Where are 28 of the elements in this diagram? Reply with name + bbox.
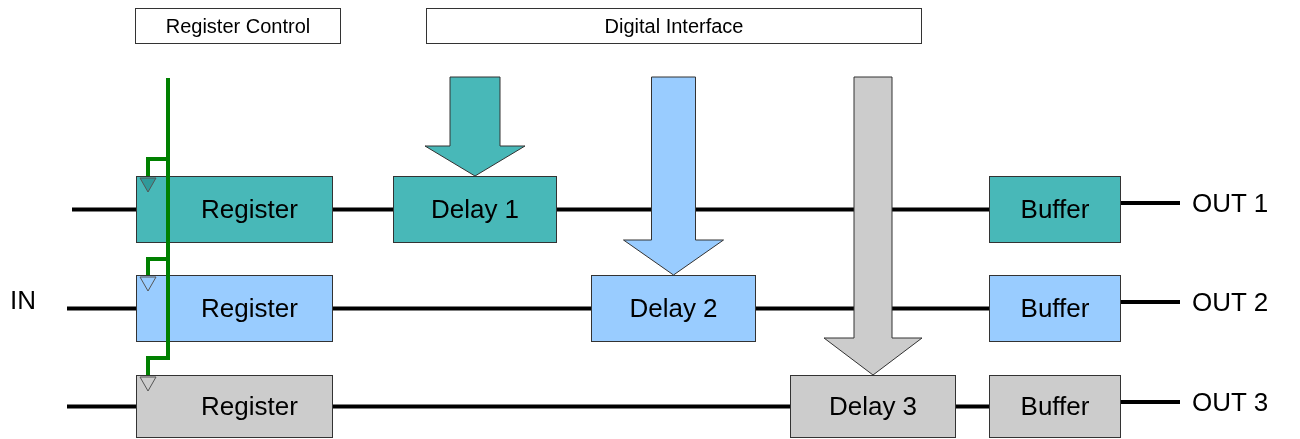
signal-line xyxy=(956,404,989,409)
output-label: OUT 3 xyxy=(1192,385,1292,419)
signal-line xyxy=(1121,400,1180,404)
delay-block: Delay 2 xyxy=(591,275,756,342)
block-arrow xyxy=(823,76,923,376)
header-box: Digital Interface xyxy=(426,8,922,44)
delay-block: Delay 1 xyxy=(393,176,557,243)
signal-line xyxy=(1121,300,1180,304)
signal-line xyxy=(333,404,790,409)
buffer-block: Buffer xyxy=(989,176,1121,243)
block-arrow xyxy=(424,76,526,177)
input-label: IN xyxy=(10,285,36,316)
signal-line xyxy=(67,404,136,409)
header-box: Register Control xyxy=(135,8,341,44)
signal-line xyxy=(333,207,393,212)
buffer-block: Buffer xyxy=(989,275,1121,342)
signal-line xyxy=(67,306,136,311)
buffer-block: Buffer xyxy=(989,375,1121,438)
signal-line xyxy=(333,306,591,311)
delay-block: Delay 3 xyxy=(790,375,956,438)
register-block: Register xyxy=(136,275,333,342)
register-block: Register xyxy=(136,176,333,243)
output-label: OUT 2 xyxy=(1192,285,1292,319)
block-arrow xyxy=(623,76,724,276)
output-label: OUT 1 xyxy=(1192,186,1292,220)
register-block: Register xyxy=(136,375,333,438)
signal-line xyxy=(72,207,136,212)
signal-line xyxy=(1121,201,1180,205)
